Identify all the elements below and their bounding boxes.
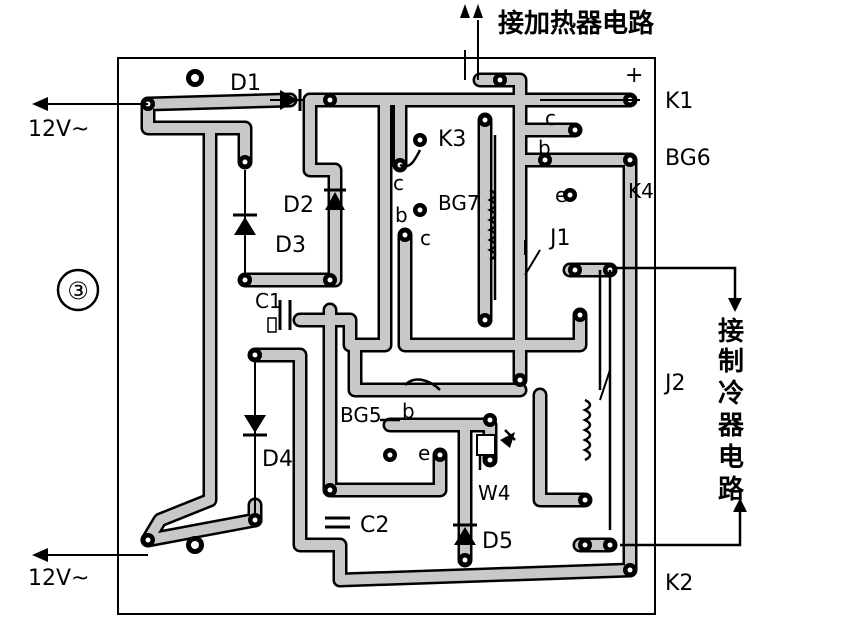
figure-number-circle	[56, 268, 100, 312]
label-j2: J2	[663, 371, 686, 396]
pin-b-bg6: b	[538, 136, 551, 160]
capacitor-c1-symbol	[267, 300, 292, 333]
cooling-char-5: 电	[718, 443, 744, 473]
arrow-from-cooling	[733, 498, 747, 512]
diode-d4-symbol	[243, 360, 267, 515]
supply-bottom-label: 12V~	[28, 566, 89, 591]
label-k3: K3	[438, 127, 466, 152]
label-w4: W4	[478, 481, 511, 505]
label-bg7: BG7	[438, 191, 480, 215]
relay-switch-j1	[524, 240, 541, 276]
relay-switch-j2	[599, 369, 611, 401]
solder-pads	[141, 73, 637, 577]
pin-b-bg7-left: b	[395, 203, 408, 227]
pin-c-bg7: c	[420, 226, 431, 250]
arrow-12v-bottom	[32, 548, 48, 562]
label-d1: D1	[230, 71, 261, 96]
pin-c-k3-left: c	[393, 171, 404, 195]
diode-d3-symbol	[233, 170, 257, 275]
cooling-char-3: 冷	[718, 378, 744, 409]
component-leads	[380, 135, 612, 530]
pin-c-bg6: c	[545, 106, 556, 130]
cooling-char-4: 器	[717, 411, 745, 441]
heater-circuit-label: 接加热器电路	[498, 8, 655, 39]
label-d4: D4	[262, 447, 293, 472]
diode-d5-symbol	[453, 523, 477, 545]
label-d5: D5	[482, 529, 513, 554]
cooling-char-1: 接	[718, 317, 744, 347]
top-arrow-right	[473, 4, 483, 18]
diode-d2-symbol	[324, 188, 346, 210]
label-plus: +	[625, 63, 643, 88]
cooling-char-2: 制	[718, 347, 744, 377]
mounting-holes	[186, 69, 204, 554]
label-d3: D3	[275, 233, 306, 258]
label-k4: K4	[628, 179, 654, 203]
label-c1: C1	[255, 289, 282, 313]
arrow-12v-top	[32, 97, 48, 111]
supply-top-label: 12V~	[28, 117, 89, 142]
external-connections	[32, 4, 747, 562]
label-c2: C2	[360, 513, 389, 538]
pin-e-bg6: e	[555, 183, 567, 207]
pin-b-bg5: b	[402, 399, 415, 423]
label-k1: K1	[665, 89, 693, 114]
cooling-char-6: 路	[718, 474, 745, 505]
relay-coil-j2	[582, 398, 592, 462]
label-d2: D2	[283, 193, 314, 218]
board-outline	[117, 57, 656, 615]
potentiometer-w4	[476, 432, 515, 456]
copper-traces	[140, 72, 638, 588]
label-k2: K2	[665, 571, 693, 596]
cooling-circuit-label: 接 制 冷 器 电 路	[717, 317, 745, 505]
capacitor-c2-symbol	[325, 516, 350, 529]
label-bg6: BG6	[665, 146, 711, 171]
top-arrow-left	[460, 4, 470, 18]
figure-number: ③	[67, 277, 89, 305]
diode-d1-symbol	[270, 89, 305, 111]
pin-e-bg5: e	[418, 441, 430, 465]
label-bg5: BG5	[340, 403, 382, 427]
arrow-to-cooling	[728, 298, 742, 312]
label-j1: J1	[548, 226, 571, 251]
